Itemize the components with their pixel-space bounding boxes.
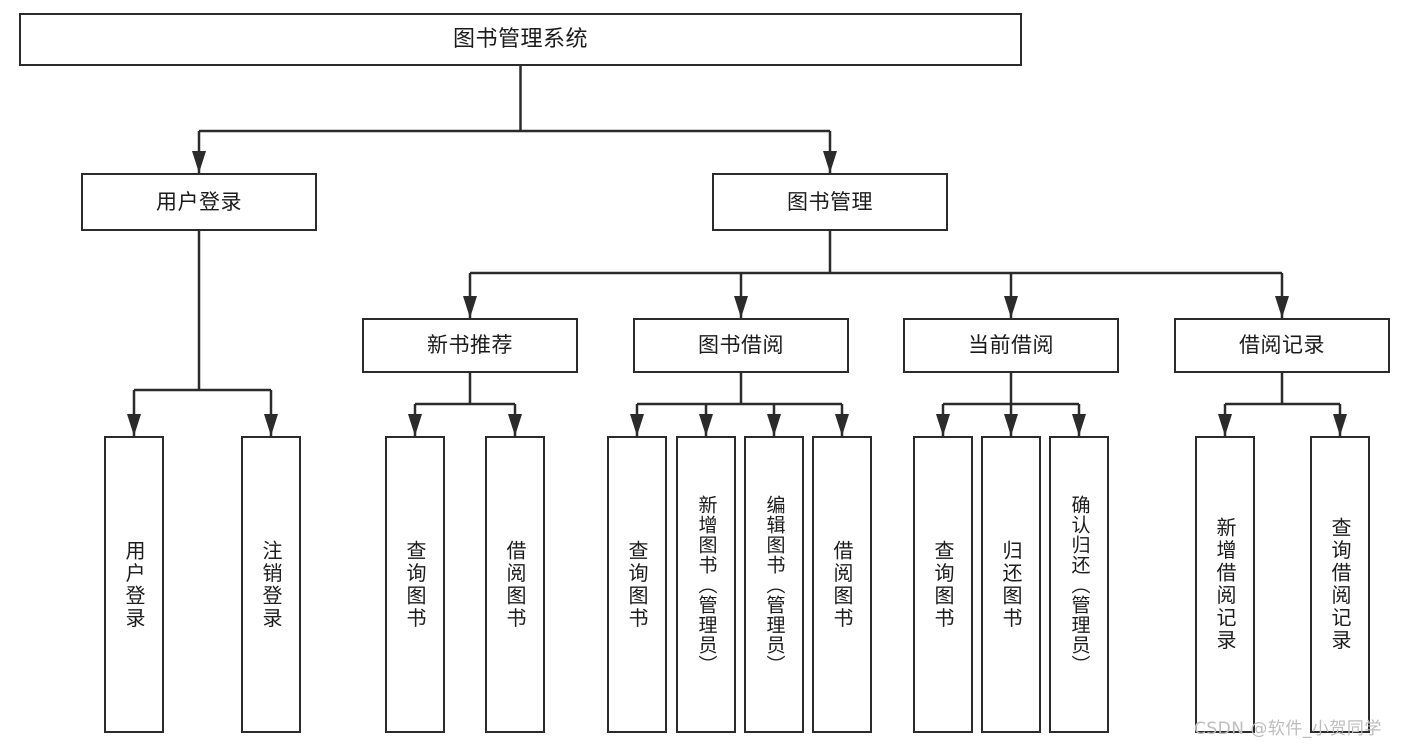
edge-arrowhead-current: [1004, 296, 1018, 318]
node-l-bo-edit[interactable]: 编辑图书（管理员）: [744, 436, 804, 733]
node-label-borrow: 图书借阅: [698, 333, 784, 358]
node-l-bo-add[interactable]: 新增图书（管理员）: [676, 436, 736, 733]
node-label-l-bo-edit: 编辑图书（管理员）: [763, 494, 786, 675]
edge-arrowhead-login: [192, 151, 206, 173]
edge-arrowhead-l-cu-return: [1004, 414, 1018, 436]
edge-arrowhead-l-logout: [264, 414, 278, 436]
edge-arrowhead-l-cu-query: [936, 414, 950, 436]
node-l-logout[interactable]: 注销登录: [241, 436, 301, 733]
edge-arrowhead-l-cu-confirm: [1072, 414, 1086, 436]
node-label-login: 用户登录: [156, 189, 242, 214]
edge-arrowhead-l-bo-query: [630, 414, 644, 436]
node-l-cu-confirm[interactable]: 确认归还（管理员）: [1049, 436, 1109, 733]
edge-arrowhead-l-bo-lend: [835, 414, 849, 436]
node-label-current: 当前借阅: [968, 333, 1054, 358]
node-label-l-nb-query: 查询图书: [403, 539, 427, 630]
edge-arrowhead-borrow: [734, 296, 748, 318]
node-label-root: 图书管理系统: [452, 26, 588, 52]
node-l-bo-query[interactable]: 查询图书: [607, 436, 667, 733]
edge-arrowhead-l-re-query: [1333, 414, 1347, 436]
node-label-l-logout: 注销登录: [259, 539, 283, 630]
node-l-bo-lend[interactable]: 借阅图书: [812, 436, 872, 733]
node-l-re-add[interactable]: 新增借阅记录: [1195, 436, 1255, 733]
edge-arrowhead-l-re-add: [1218, 414, 1232, 436]
node-l-cu-query[interactable]: 查询图书: [913, 436, 973, 733]
node-label-bookmgmt: 图书管理: [787, 189, 873, 214]
node-label-l-cu-return: 归还图书: [999, 539, 1023, 630]
node-borrow[interactable]: 图书借阅: [633, 318, 849, 373]
edge-arrowhead-l-bo-edit: [767, 414, 781, 436]
node-label-newbook: 新书推荐: [427, 333, 513, 358]
node-l-cu-return[interactable]: 归还图书: [981, 436, 1041, 733]
edge-arrowhead-l-nb-query: [408, 414, 422, 436]
node-l-nb-borrow[interactable]: 借阅图书: [485, 436, 545, 733]
node-label-l-bo-query: 查询图书: [625, 539, 649, 630]
node-label-l-nb-borrow: 借阅图书: [503, 539, 527, 630]
node-label-l-cu-confirm: 确认归还（管理员）: [1068, 494, 1091, 675]
node-l-login[interactable]: 用户登录: [104, 436, 164, 733]
node-label-l-cu-query: 查询图书: [931, 539, 955, 630]
node-label-l-re-query: 查询借阅记录: [1328, 517, 1352, 652]
edge-arrowhead-l-login: [127, 414, 141, 436]
edge-arrowhead-l-bo-add: [699, 414, 713, 436]
node-root[interactable]: 图书管理系统: [19, 13, 1022, 66]
csdn-watermark: CSDN @软件_小贺同学: [1194, 719, 1382, 739]
node-newbook[interactable]: 新书推荐: [362, 318, 578, 373]
node-label-l-re-add: 新增借阅记录: [1213, 517, 1237, 652]
edge-arrowhead-newbook: [463, 296, 477, 318]
node-current[interactable]: 当前借阅: [903, 318, 1119, 373]
node-login[interactable]: 用户登录: [81, 173, 317, 231]
node-l-re-query[interactable]: 查询借阅记录: [1310, 436, 1370, 733]
node-label-l-bo-lend: 借阅图书: [830, 539, 854, 630]
node-label-l-login: 用户登录: [122, 539, 146, 630]
edge-arrowhead-l-nb-borrow: [508, 414, 522, 436]
edge-arrowhead-bookmgmt: [823, 151, 837, 173]
node-label-l-bo-add: 新增图书（管理员）: [695, 494, 718, 675]
edge-arrowhead-record: [1275, 296, 1289, 318]
node-record[interactable]: 借阅记录: [1174, 318, 1390, 373]
node-label-record: 借阅记录: [1239, 333, 1325, 358]
node-bookmgmt[interactable]: 图书管理: [712, 173, 948, 231]
node-l-nb-query[interactable]: 查询图书: [385, 436, 445, 733]
